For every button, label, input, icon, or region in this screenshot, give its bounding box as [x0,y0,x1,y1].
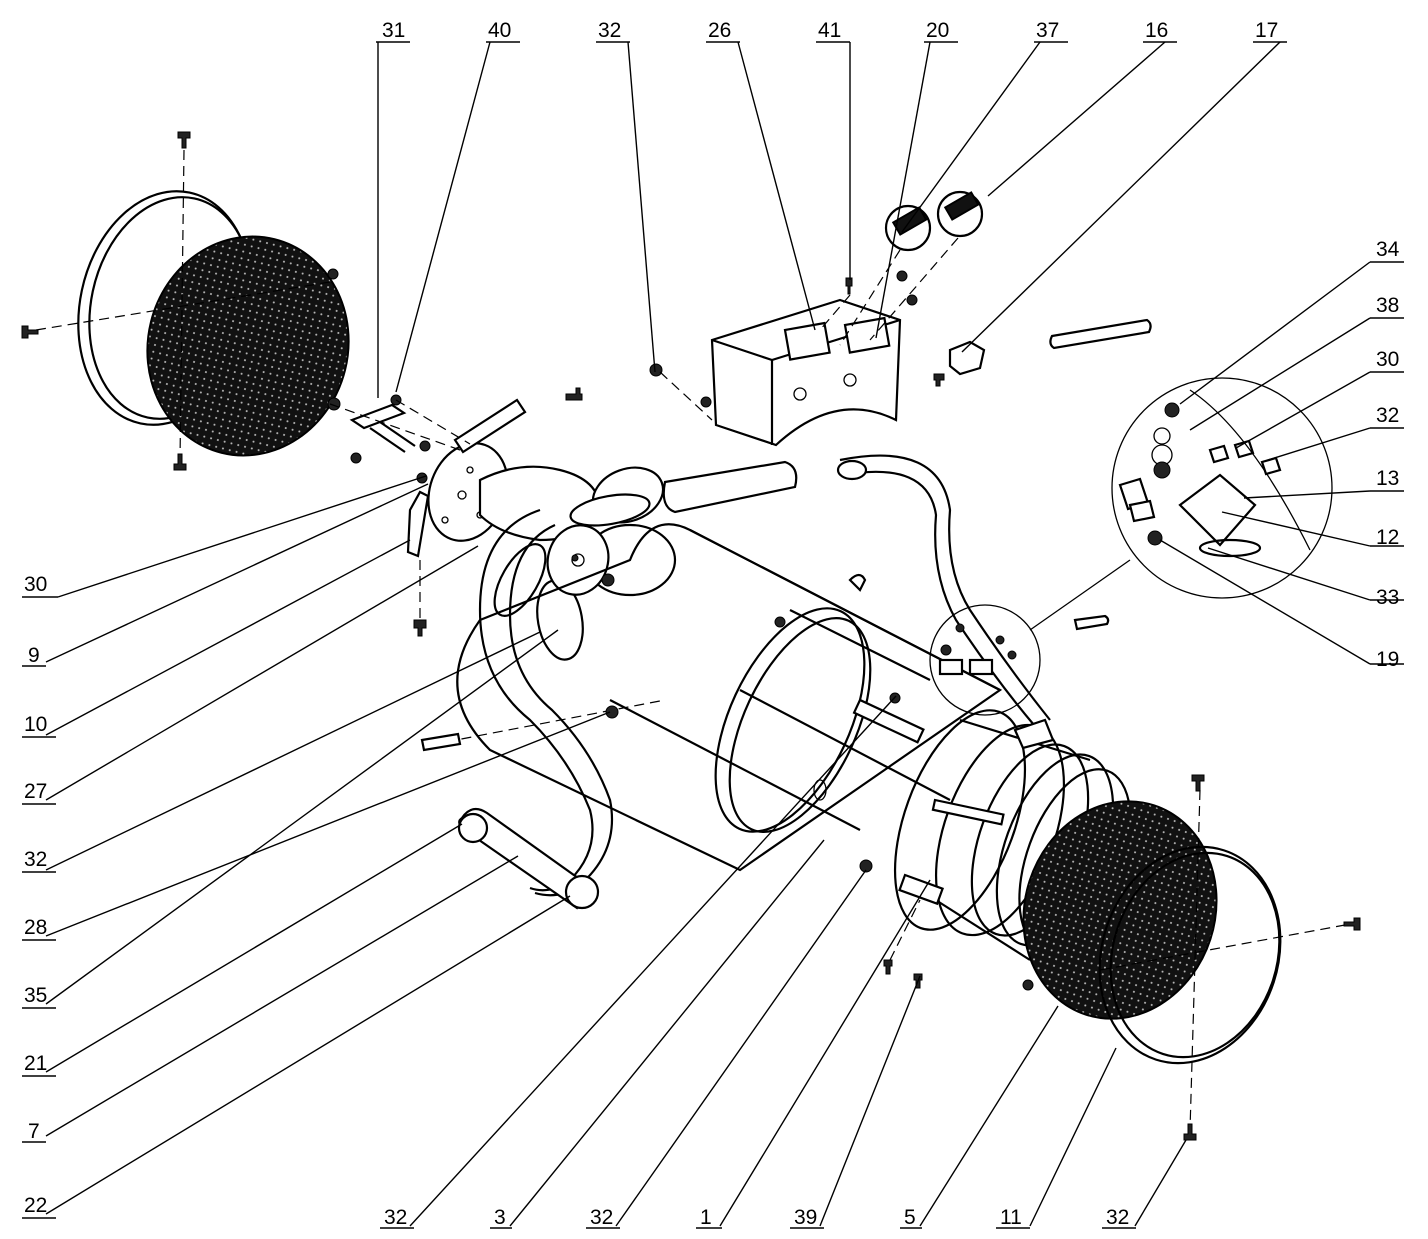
callout-27: 27 [22,780,56,805]
svg-text:12: 12 [1376,526,1399,549]
svg-text:28: 28 [24,916,47,939]
svg-text:38: 38 [1376,294,1399,317]
callout-7: 7 [22,1120,46,1143]
svg-text:16: 16 [1145,19,1168,42]
callout-19: 19 [1370,648,1404,671]
svg-text:33: 33 [1376,586,1399,609]
svg-text:7: 7 [28,1120,40,1143]
callout-20: 20 [924,19,958,43]
callout-3: 3 [490,1206,512,1229]
callout-34: 34 [1370,238,1404,263]
callout-32-bottom-1: 32 [380,1206,414,1229]
callout-labels: 31 40 32 26 41 20 37 16 17 34 38 30 32 1… [22,19,1404,1229]
svg-text:32: 32 [1106,1206,1129,1229]
callout-35: 35 [22,984,56,1009]
callout-16: 16 [1143,19,1177,43]
svg-text:32: 32 [598,19,621,42]
heating-section [883,709,1132,991]
callout-30-right: 30 [1370,348,1404,373]
svg-text:20: 20 [926,19,949,42]
callout-26: 26 [706,19,740,43]
svg-text:26: 26 [708,19,731,42]
front-guard-assembly [1022,774,1361,1141]
main-cylinder [456,523,1003,873]
svg-text:10: 10 [24,713,47,736]
svg-text:27: 27 [24,780,47,803]
callout-21: 21 [22,1052,56,1077]
svg-text:34: 34 [1376,238,1400,261]
detail-zoom [929,377,1333,716]
svg-text:9: 9 [28,644,40,667]
svg-text:39: 39 [794,1206,817,1229]
callout-37: 37 [1034,19,1068,43]
rear-guard-assembly [21,131,350,471]
svg-text:22: 22 [24,1194,47,1217]
callout-17: 17 [1253,19,1287,43]
callout-31: 31 [376,19,410,43]
svg-text:37: 37 [1036,19,1059,42]
callout-32-bottom-3: 32 [1102,1206,1136,1229]
svg-text:31: 31 [382,19,405,42]
callout-leaders [45,41,1371,1227]
svg-text:5: 5 [904,1206,916,1229]
callout-10: 10 [22,713,56,738]
parts-drawing [21,131,1361,1141]
svg-text:40: 40 [488,19,511,42]
callout-39: 39 [790,1206,824,1229]
callout-13: 13 [1370,467,1404,492]
callout-28: 28 [22,916,56,941]
svg-text:30: 30 [24,573,47,596]
svg-text:21: 21 [24,1052,47,1075]
callout-11: 11 [996,1206,1030,1229]
svg-text:32: 32 [1376,404,1399,427]
callout-32-bottom-2: 32 [586,1206,620,1229]
svg-text:32: 32 [384,1206,407,1229]
svg-text:11: 11 [1000,1206,1022,1229]
callout-40: 40 [486,19,520,43]
callout-22: 22 [22,1194,56,1219]
svg-text:1: 1 [700,1206,712,1229]
callout-1: 1 [696,1206,722,1229]
callout-30-left: 30 [22,573,58,598]
callout-41: 41 [816,19,850,43]
svg-text:32: 32 [24,848,47,871]
callout-5: 5 [900,1206,922,1229]
callout-9: 9 [22,644,46,667]
callout-32-right: 32 [1370,404,1404,429]
callout-33: 33 [1370,586,1404,609]
svg-text:35: 35 [24,984,47,1007]
callout-12: 12 [1370,526,1404,549]
svg-text:3: 3 [494,1206,506,1229]
control-box [649,190,1152,447]
svg-text:30: 30 [1376,348,1399,371]
motor-fan-assembly [327,387,677,661]
callout-38: 38 [1370,294,1404,319]
handle-frame [420,454,1051,910]
svg-text:19: 19 [1376,648,1399,671]
callout-32-top: 32 [596,19,630,43]
callout-32-left: 32 [22,848,56,873]
svg-text:32: 32 [590,1206,613,1229]
svg-text:13: 13 [1376,467,1399,490]
svg-text:17: 17 [1255,19,1278,42]
svg-text:41: 41 [818,19,841,42]
